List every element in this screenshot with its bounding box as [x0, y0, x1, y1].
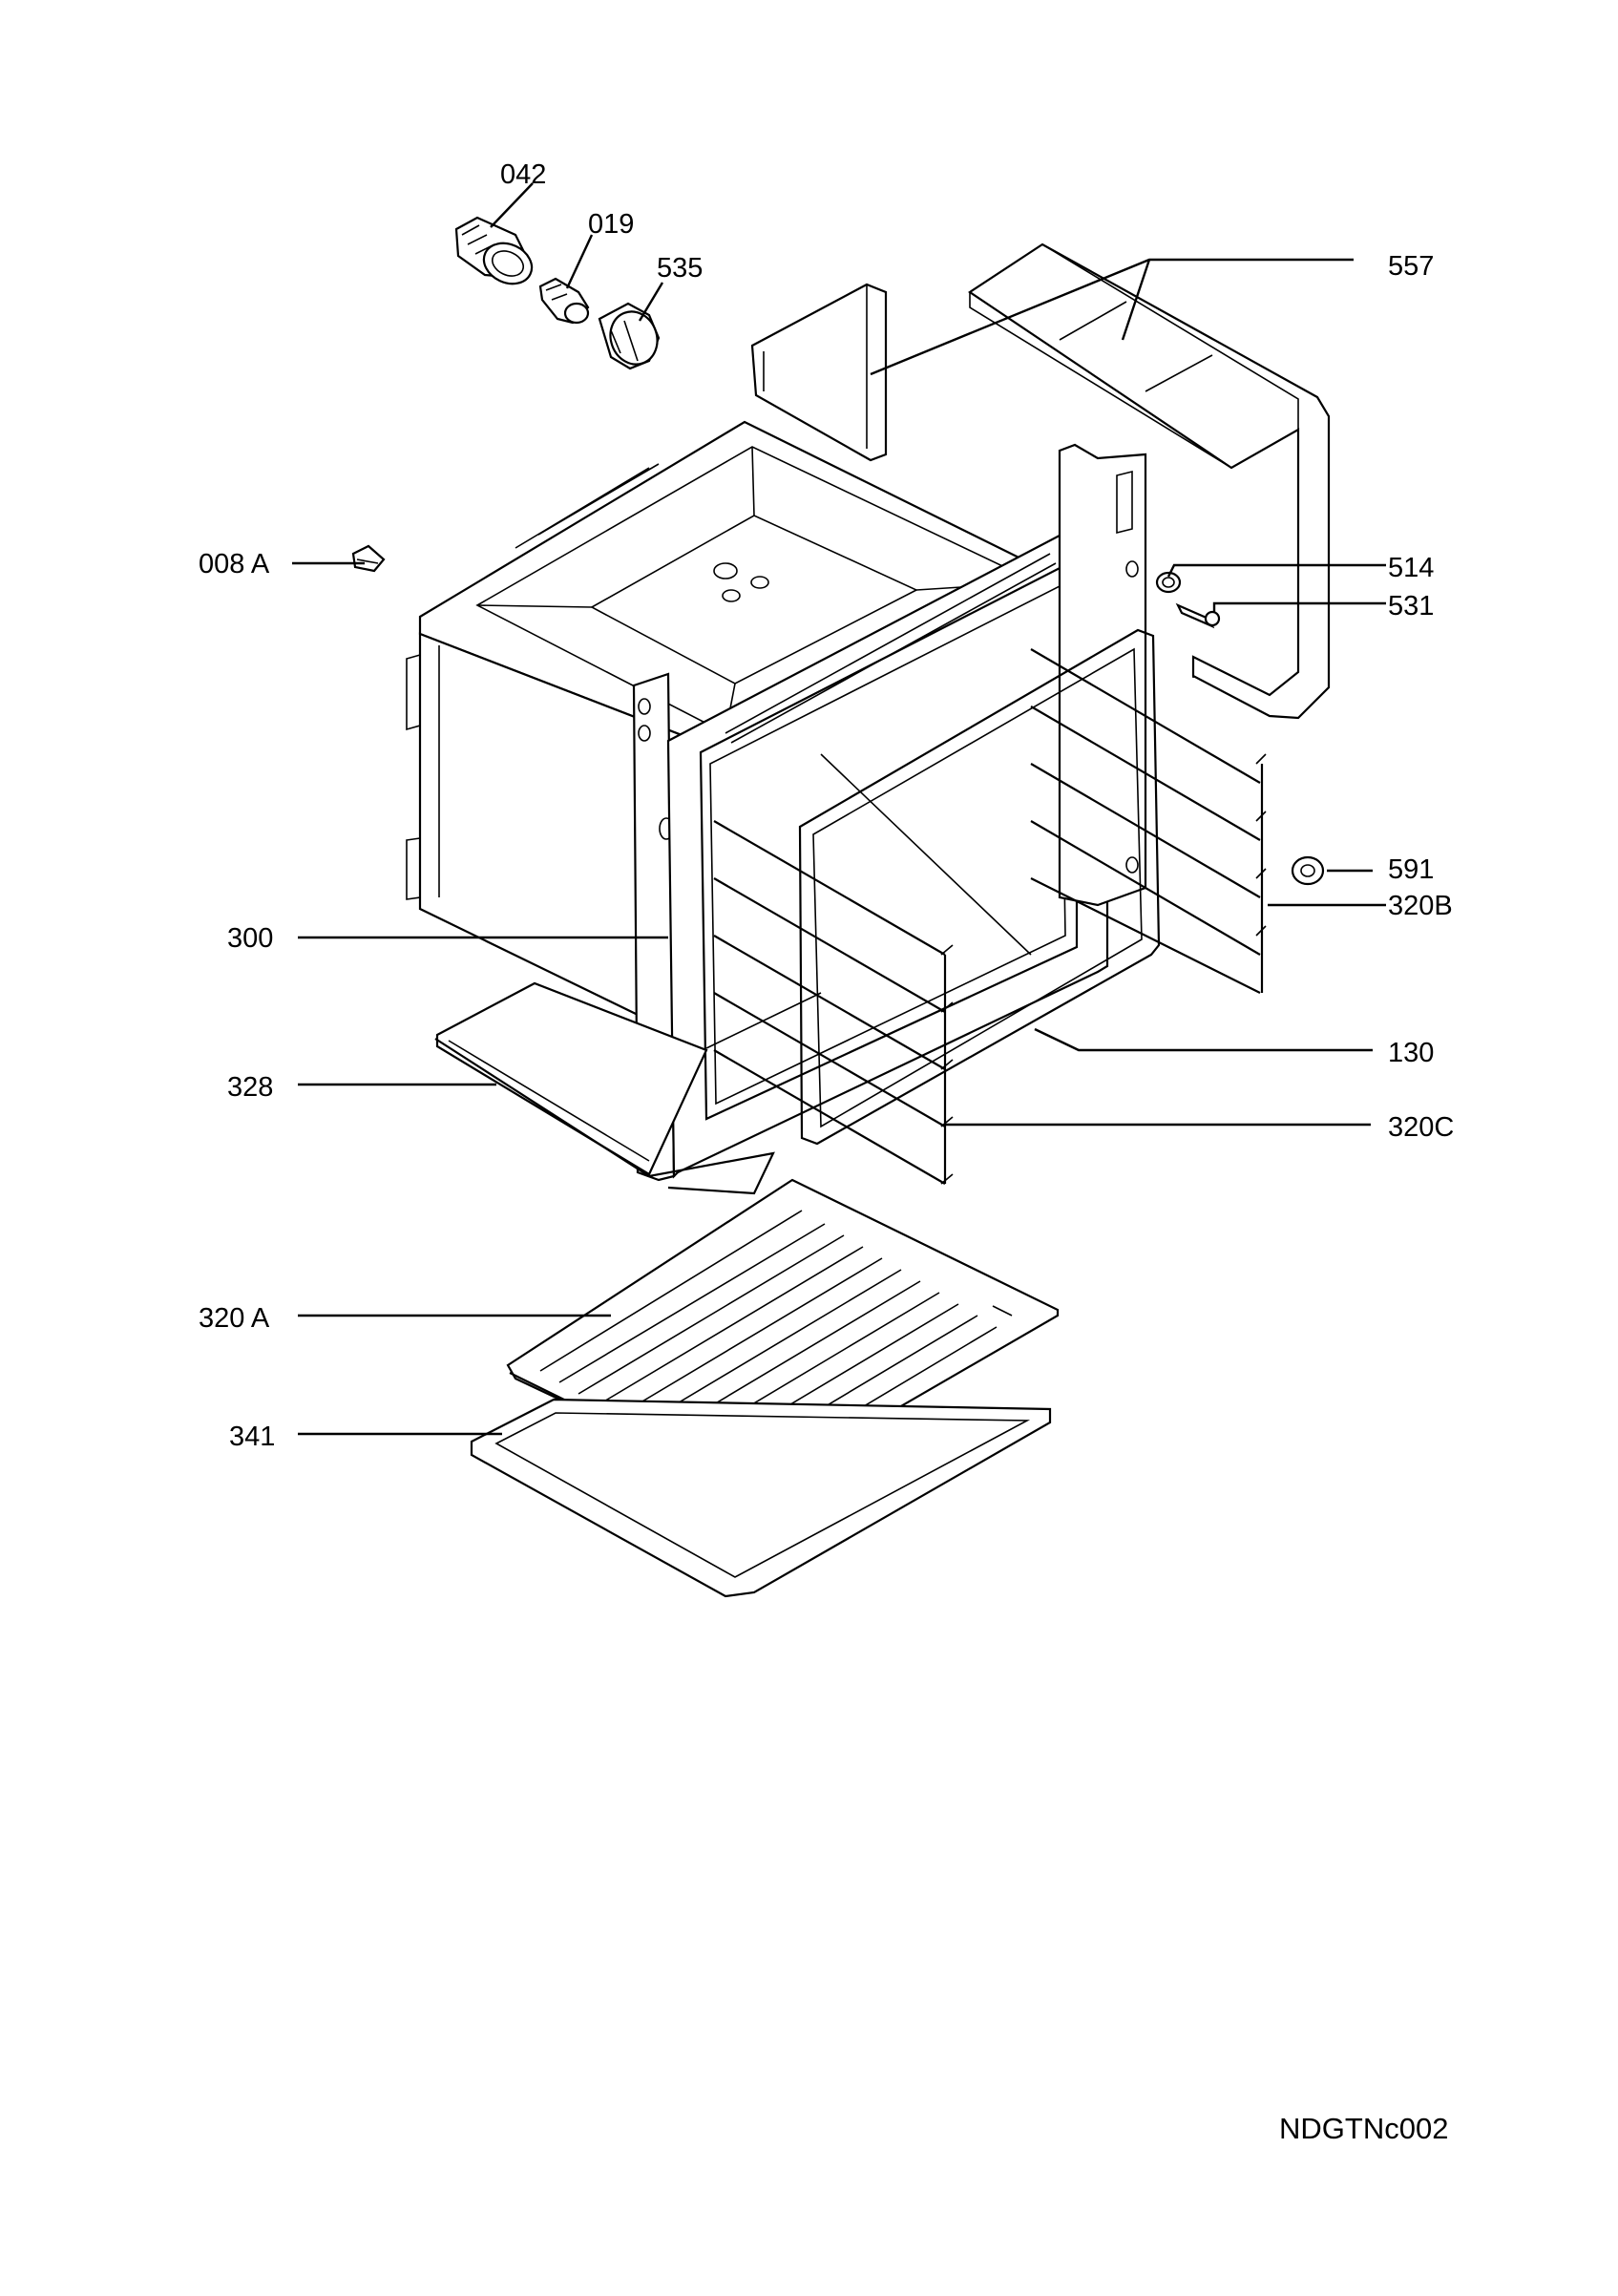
bushing-514: [1155, 571, 1182, 594]
callout-341: 341: [229, 1422, 275, 1452]
door-seal-130: [798, 628, 1161, 1146]
callout-535: 535: [657, 253, 703, 284]
callout-300: 300: [227, 923, 273, 954]
screw-008A: [351, 544, 386, 573]
callout-019: 019: [588, 209, 634, 240]
callout-531: 531: [1388, 591, 1434, 621]
callout-labels: 042 019 535 557 008 A 514 531 591 320B 3…: [199, 159, 1454, 1452]
lamp-cover-535: [598, 302, 661, 370]
callout-514: 514: [1388, 553, 1434, 583]
shelf-runners-right-320B: [1030, 648, 1267, 994]
insulation-wrap-557: [968, 242, 1331, 720]
callout-320B: 320B: [1388, 891, 1453, 921]
callout-328: 328: [227, 1072, 273, 1103]
callout-557: 557: [1388, 251, 1434, 282]
leader-lines: [292, 182, 1386, 1436]
lamp-holder-042: [454, 216, 534, 285]
callout-130: 130: [1388, 1038, 1434, 1068]
shelf-runners-left: [713, 820, 954, 1185]
drip-tray-341: [470, 1398, 1052, 1598]
insulation-side-557: [750, 283, 888, 462]
callout-042: 042: [500, 159, 546, 190]
base-plate-328: [434, 981, 775, 1195]
screw-531: [1175, 602, 1221, 629]
callout-008A: 008 A: [199, 549, 270, 579]
washer-591: [1291, 855, 1325, 886]
callout-320A: 320 A: [199, 1303, 270, 1334]
oven-cavity-300: [406, 420, 1147, 1182]
drawing-reference-code: NDGTNc002: [1279, 2112, 1448, 2145]
callout-320C: 320C: [1388, 1112, 1454, 1143]
callout-591: 591: [1388, 854, 1434, 885]
lamp-bulb-019: [538, 277, 590, 325]
